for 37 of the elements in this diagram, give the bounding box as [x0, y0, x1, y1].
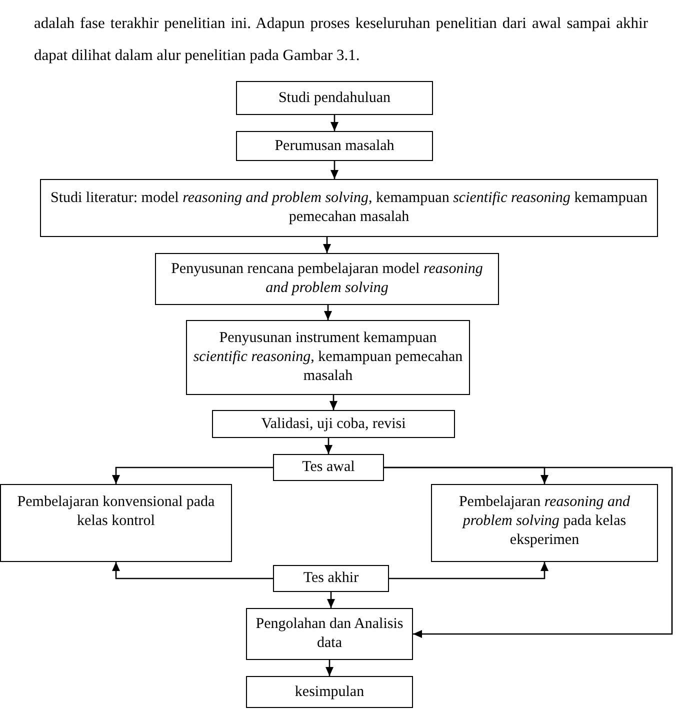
process-box — [246, 676, 413, 708]
arrow — [323, 237, 331, 253]
step-text: Tes akhir — [303, 569, 359, 588]
step-text: Studi pendahuluan — [278, 88, 391, 108]
step-text: kesimpulan — [294, 682, 364, 702]
process-box — [212, 410, 455, 438]
process-box — [246, 608, 413, 660]
arrow — [326, 660, 334, 676]
arrow — [112, 562, 273, 580]
step-text: Pembelajaran reasoning and problem solving pada kelas eksperimen — [458, 493, 632, 550]
arrow — [330, 161, 338, 179]
process-box — [0, 484, 232, 562]
process-box — [40, 179, 658, 237]
process-box — [273, 565, 389, 592]
process-box — [273, 454, 384, 481]
arrow — [112, 466, 273, 484]
step-text: Penyusunan instrument kemampuan scientific reasoning, kemampuan pemecahan masalah — [192, 329, 464, 386]
arrow — [327, 592, 335, 608]
arrow — [324, 438, 332, 454]
intro-paragraph: adalah fase terakhir penelitian ini. Adapun proses keseluruhan penelitian dari awal sampai akhir dapat dilihat dalam alur penelitian pada Gambar 3.1. — [34, 14, 648, 66]
process-box — [236, 131, 433, 161]
process-box — [155, 253, 499, 305]
arrow — [330, 115, 338, 131]
step-text: Penyusunan rencana pembelajaran model reasoning and problem solving — [170, 260, 484, 298]
process-box — [431, 484, 658, 562]
arrow — [389, 562, 548, 580]
step-text: Perumusan masalah — [274, 136, 394, 156]
process-box — [186, 320, 470, 395]
arrow — [384, 466, 673, 638]
arrow — [330, 395, 338, 410]
step-text: Pembelajaran konvensional pada kelas kontrol — [16, 493, 216, 531]
process-box — [236, 81, 433, 115]
step-text: Tes awal — [302, 458, 355, 477]
step-text: Validasi, uji coba, revisi — [261, 414, 406, 434]
step-text: Studi literatur: model reasoning and problem solving, kemampuan scientific reasoning kemampuan pemecahan masalah — [49, 189, 648, 227]
step-text: Pengolahan dan Analisis data — [254, 615, 404, 653]
arrow — [324, 305, 332, 320]
